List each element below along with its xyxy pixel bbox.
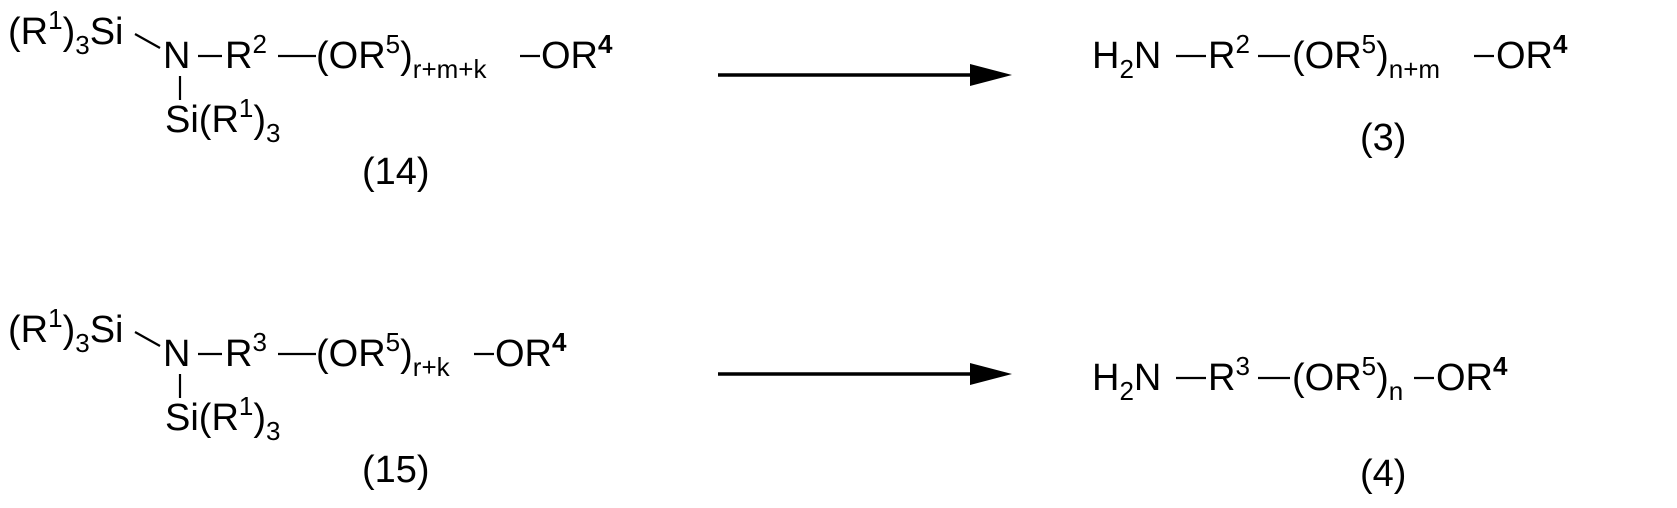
compound-label: (3) bbox=[1360, 117, 1406, 159]
compound-label: (15) bbox=[362, 449, 430, 491]
amine-group: H2N bbox=[1092, 357, 1161, 406]
r-group: R3 bbox=[1208, 351, 1250, 399]
top-silyl-group: (R1)3Si bbox=[8, 303, 124, 358]
oxyalkylene-chain: (OR5)r+m+k bbox=[316, 29, 487, 84]
si-n-bond-top bbox=[135, 332, 160, 346]
oxyalkylene-chain: (OR5)r+k bbox=[316, 327, 451, 382]
product-3: H2N R2 (OR5)n+m OR4 (3) bbox=[1092, 29, 1568, 159]
terminal-group: OR4 bbox=[1496, 29, 1568, 77]
top-silyl-group: (R1)3Si bbox=[8, 5, 124, 60]
compound-label: (4) bbox=[1360, 453, 1406, 495]
amine-group: H2N bbox=[1092, 35, 1161, 84]
reaction-arrow-2 bbox=[718, 363, 1012, 385]
reaction-2: (R1)3Si N R3 (OR5)r+k OR4 Si(R1)3 (15) H… bbox=[8, 303, 1508, 495]
arrow-head bbox=[970, 363, 1012, 385]
terminal-group: OR4 bbox=[1436, 351, 1508, 399]
oxyalkylene-chain: (OR5)n+m bbox=[1292, 29, 1440, 84]
product-4: H2N R3 (OR5)n OR4 (4) bbox=[1092, 351, 1508, 495]
reactant-15: (R1)3Si N R3 (OR5)r+k OR4 Si(R1)3 (15) bbox=[8, 303, 567, 491]
bottom-silyl-group: Si(R1)3 bbox=[165, 93, 280, 148]
reaction-arrow-1 bbox=[718, 64, 1012, 86]
oxyalkylene-chain: (OR5)n bbox=[1292, 351, 1403, 406]
r-group: R2 bbox=[225, 29, 267, 77]
reaction-1: (R1)3Si N R2 (OR5)r+m+k OR4 Si(R1)3 (14)… bbox=[8, 5, 1568, 193]
nitrogen-atom: N bbox=[163, 35, 190, 77]
si-n-bond-top bbox=[135, 34, 160, 48]
bottom-silyl-group: Si(R1)3 bbox=[165, 391, 280, 446]
r-group: R2 bbox=[1208, 29, 1250, 77]
terminal-group: OR4 bbox=[541, 29, 613, 77]
arrow-head bbox=[970, 64, 1012, 86]
reactant-14: (R1)3Si N R2 (OR5)r+m+k OR4 Si(R1)3 (14) bbox=[8, 5, 613, 193]
r-group: R3 bbox=[225, 327, 267, 375]
terminal-group: OR4 bbox=[495, 327, 567, 375]
nitrogen-atom: N bbox=[163, 333, 190, 375]
compound-label: (14) bbox=[362, 151, 430, 193]
